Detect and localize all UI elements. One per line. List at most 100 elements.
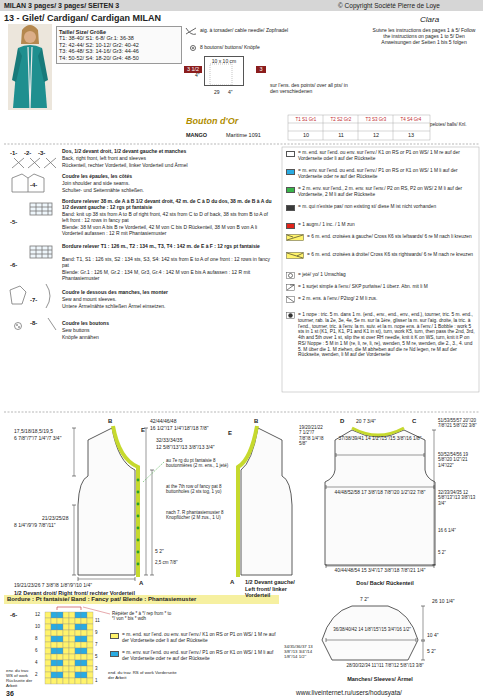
chart-cell xyxy=(87,630,93,636)
chart-cell xyxy=(51,642,57,648)
label-text: 10 xyxy=(289,132,323,139)
label-text: 3 xyxy=(95,666,105,671)
label-text: 28/30/32/34 11"/11 7/8"/12 5/8"/13 3/8" xyxy=(330,663,440,668)
label-text: 51/53/55/57 20"/20 7/8"/21 5/8"/22 3/8" xyxy=(438,418,480,429)
chart-cell xyxy=(81,654,87,660)
chart-cell xyxy=(75,636,81,642)
label-text: Bouton d'Or xyxy=(186,116,266,127)
label-text: Untere Ärmelnähte schließen Ärmel einset… xyxy=(62,303,272,309)
label-text: 13 xyxy=(394,132,428,139)
chart-cell xyxy=(63,672,69,678)
chart-cell xyxy=(63,636,69,642)
gauge-box: 10 x 10 cm xyxy=(204,56,244,86)
chart-cell xyxy=(75,612,81,618)
label-text: -7- xyxy=(30,297,44,304)
label-text: 2,5 cm 7/8" xyxy=(155,560,187,565)
label-text: Dos, 1/2 devant droit, 1/2 devant gauche… xyxy=(62,148,272,154)
chart-cell xyxy=(45,636,51,642)
label-text: aig. à torsader/ cable needle/ Zopfnadel xyxy=(200,27,290,33)
chart-cell xyxy=(81,630,87,636)
legend-text: = m. end. sur l'end. ou env. sur l'env./… xyxy=(122,632,278,644)
label-text: Coudre les épaules, les côtés xyxy=(62,173,272,179)
label-text: Coudre les boutons xyxy=(62,320,272,326)
label-text: end. du trav. RS of work Vorderseite der… xyxy=(108,670,178,680)
chart-cell xyxy=(57,678,63,684)
label-text: au 7e rg du pt fantaisie 8 boutonnières … xyxy=(166,458,232,469)
chart-cell xyxy=(51,636,57,642)
separator xyxy=(4,412,479,413)
label-text: at the 7th row of fancy pat 8 buttonhole… xyxy=(166,484,232,495)
label-text: B xyxy=(108,418,116,425)
legend-item: = 6 m. end. croisées à gauche/ Cross K6 … xyxy=(286,234,476,241)
chart-cell xyxy=(51,660,57,666)
label-text: 7 2" xyxy=(360,596,384,602)
label-text: 36/38/40/42 14 1/8"/15"/15 3/4"/16 1/2" xyxy=(325,627,419,632)
chart-cell xyxy=(75,618,81,624)
node-text: T1: 38-40/ S1: 6-8/ Gr.1: 36-38 xyxy=(59,35,179,42)
label-text: Rückenteil, rechter Vorderteil, linker V… xyxy=(62,162,272,168)
label-text: MILAN 3 pages/ 3 pages/ SEITEN 3 xyxy=(4,2,204,10)
right-front-schematic xyxy=(74,426,164,579)
label-text: 8 boutons/ buttons/ Knöpfe xyxy=(200,44,280,50)
chart-cell xyxy=(87,624,93,630)
legend-swatch xyxy=(286,187,295,193)
chart-cell xyxy=(51,630,57,636)
buttonhole-dot xyxy=(137,479,140,482)
label-text: 21/23/25/28 xyxy=(42,515,72,521)
legend-text: = m. qui n'existe pas/ non existing st/ … xyxy=(298,204,436,210)
label-text: 9 xyxy=(95,630,105,635)
chart-cell xyxy=(45,612,51,618)
header-band xyxy=(0,0,483,11)
legend-text: = 6 m. end. croisées à droite/ Cross K6 … xyxy=(307,252,473,258)
label-text: 12 xyxy=(35,612,45,617)
legend-text: = 2 m. env. sur l'end., 2 m. env. sur l'… xyxy=(298,186,476,198)
chart-cell xyxy=(75,630,81,636)
chart-cell xyxy=(51,666,57,672)
label-text: 20 7 3/4" xyxy=(356,418,400,424)
chart-cell xyxy=(57,618,63,624)
chart-cell xyxy=(81,618,87,624)
legend-text: = 1 nope : tric. 5 m. dans 1 m. (end., e… xyxy=(298,312,476,358)
label-text: 1/2 Devant gauche/ Left front/ linker Vo… xyxy=(245,579,300,599)
label-text: Blende: 38 M von A bis B re Vorderteil, … xyxy=(62,224,272,236)
legend-item: = m. end. sur l'end. ou env. sur l'env./… xyxy=(286,150,476,162)
chart-cell xyxy=(87,618,93,624)
label-text: Répéter de * à */ rep from * to */ von *… xyxy=(112,611,174,622)
chart-cell xyxy=(63,624,69,630)
buttonhole-dot xyxy=(137,527,140,530)
legend-item: = m. env. sur l'end. ou end. sur l'env./… xyxy=(286,168,476,180)
chart-cell xyxy=(69,630,75,636)
label-text: C xyxy=(412,418,420,425)
label-text: T3 S3 Gr3 xyxy=(359,117,393,122)
label-text: 42/44/46/48 xyxy=(150,418,194,424)
label-text: -3- xyxy=(38,150,52,157)
chart-cell xyxy=(45,648,51,654)
chart-title-band: Bordure : Pt fantaisie/ Band : Fancy pat… xyxy=(4,595,279,604)
buttonholes xyxy=(137,479,140,566)
chart-cell xyxy=(51,654,57,660)
chart-cell xyxy=(87,636,93,642)
label-text: A xyxy=(139,580,147,587)
chart-cell xyxy=(75,654,81,660)
sleeve-schematic xyxy=(322,606,423,660)
chart-cell xyxy=(51,648,57,654)
chart-cell xyxy=(45,678,51,684)
back-schematic xyxy=(325,428,435,566)
label-text: 4" xyxy=(228,89,240,95)
legend-item: = 2 m. ens. à l'env./ P2tog/ 2 M li zus. xyxy=(286,296,476,303)
legend-text: = 1 augm./ 1 inc. / 1 M zun xyxy=(298,222,355,228)
stitch-chart xyxy=(45,607,110,684)
label-text: 32/33/34/35 12 5/8"/13"/13 3/8"/13 3/4" xyxy=(438,490,480,506)
legend-swatch xyxy=(286,169,295,175)
chart-cell xyxy=(81,648,87,654)
label-text: 6 7/8"/7"/7 1/4"/7 3/4" xyxy=(14,435,70,441)
chart-cell xyxy=(75,660,81,666)
chart-cell xyxy=(87,642,93,648)
chart-cell xyxy=(81,660,87,666)
chart-cell xyxy=(63,648,69,654)
chart-cell xyxy=(45,666,51,672)
chart-cell xyxy=(81,642,87,648)
yarn-table xyxy=(288,115,430,140)
label-text: 2 xyxy=(35,672,45,677)
chart-cell xyxy=(81,672,87,678)
